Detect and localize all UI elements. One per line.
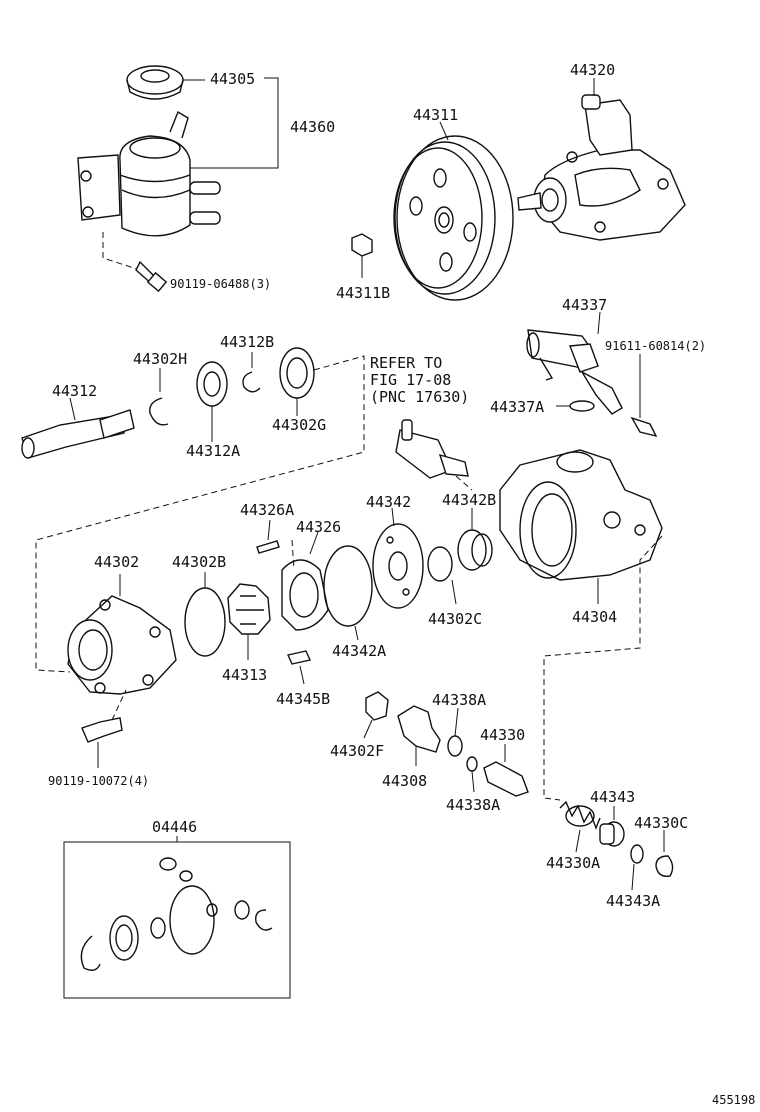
label-44345b: 44345B — [276, 690, 330, 708]
housing-bolt-90119-10072 — [81, 689, 127, 768]
rotor-44313 — [227, 583, 271, 635]
o-ring-44338a — [447, 735, 463, 757]
label-44312: 44312 — [52, 382, 97, 400]
snap-ring-44302h — [149, 397, 169, 426]
label-44308: 44308 — [382, 772, 427, 790]
label-44338a-top: 44338A — [432, 691, 486, 709]
label-44302: 44302 — [94, 553, 139, 571]
label-04446: 04446 — [152, 818, 197, 836]
snap-ring-44330c — [655, 855, 674, 877]
label-44360: 44360 — [290, 118, 335, 136]
label-44337: 44337 — [562, 296, 607, 314]
label-44311b: 44311B — [336, 284, 390, 302]
refer-note-line2: FIG 17-08 — [370, 371, 451, 389]
label-44330a: 44330A — [546, 854, 600, 872]
label-44330c: 44330C — [634, 814, 688, 832]
o-ring-44302c — [427, 546, 453, 582]
side-plate-44342 — [372, 523, 424, 609]
gasket-kit-04446 — [63, 836, 291, 999]
vane-44345b — [287, 650, 311, 665]
cam-ring-44326 — [281, 539, 329, 631]
label-44302f: 44302F — [330, 742, 384, 760]
label-44313: 44313 — [222, 666, 267, 684]
label-44343: 44343 — [590, 788, 635, 806]
label-44311: 44311 — [413, 106, 458, 124]
reservoir-cap-44305 — [126, 65, 184, 100]
reservoir-44360 — [77, 110, 221, 237]
plug-44343 — [599, 821, 625, 847]
label-91611-60814: 91611-60814(2) — [605, 339, 706, 353]
pump-body-44304 — [499, 449, 663, 581]
plug-44342b — [457, 529, 493, 571]
o-ring-44337a — [569, 400, 595, 412]
union-fitting — [395, 419, 469, 479]
o-ring-44302b — [184, 587, 226, 657]
bearing-44312a — [196, 361, 228, 407]
label-44302c: 44302C — [428, 610, 482, 628]
snap-ring-44312b — [242, 371, 261, 393]
front-housing-44302 — [67, 595, 177, 695]
o-ring-44343a — [630, 844, 644, 891]
pump-assembly-44320 — [517, 94, 686, 241]
label-44302b: 44302B — [172, 553, 226, 571]
label-44320: 44320 — [570, 61, 615, 79]
label-44343a: 44343A — [606, 892, 660, 910]
spring-44330a — [559, 800, 601, 830]
label-90119-10072: 90119-10072(4) — [48, 774, 149, 788]
shaft-44312 — [21, 409, 135, 459]
label-90119-06488: 90119-06488(3) — [170, 277, 271, 291]
union-bolt-44302f — [363, 691, 389, 739]
pulley-nut-44311b — [351, 233, 373, 278]
label-44302h: 44302H — [133, 350, 187, 368]
label-44304: 44304 — [572, 608, 617, 626]
label-44330: 44330 — [480, 726, 525, 744]
refer-note-line3: (PNC 17630) — [370, 388, 469, 406]
bracket-44337 — [526, 329, 623, 415]
o-ring-44338a-2 — [466, 756, 478, 793]
gasket-44342a — [323, 545, 373, 627]
label-44326: 44326 — [296, 518, 341, 536]
label-44337a: 44337A — [490, 398, 544, 416]
label-44312a: 44312A — [186, 442, 240, 460]
label-44338a-bottom: 44338A — [446, 796, 500, 814]
oil-seal-44302g — [279, 347, 315, 399]
label-44342: 44342 — [366, 493, 411, 511]
pulley-44311 — [393, 135, 514, 301]
label-44342b: 44342B — [442, 491, 496, 509]
pin-44326a — [256, 540, 280, 554]
label-44326a: 44326A — [240, 501, 294, 519]
label-44312b: 44312B — [220, 333, 274, 351]
label-44305: 44305 — [210, 70, 255, 88]
refer-note-line1: REFER TO — [370, 354, 442, 372]
figure-id: 455198 — [712, 1093, 755, 1107]
label-44342a: 44342A — [332, 642, 386, 660]
reservoir-bolt-90119-06488 — [102, 232, 168, 293]
union-44308 — [397, 705, 441, 766]
bolt-91611-60814 — [630, 354, 658, 438]
flow-control-valve-44330 — [483, 761, 529, 797]
label-44302g: 44302G — [272, 416, 326, 434]
